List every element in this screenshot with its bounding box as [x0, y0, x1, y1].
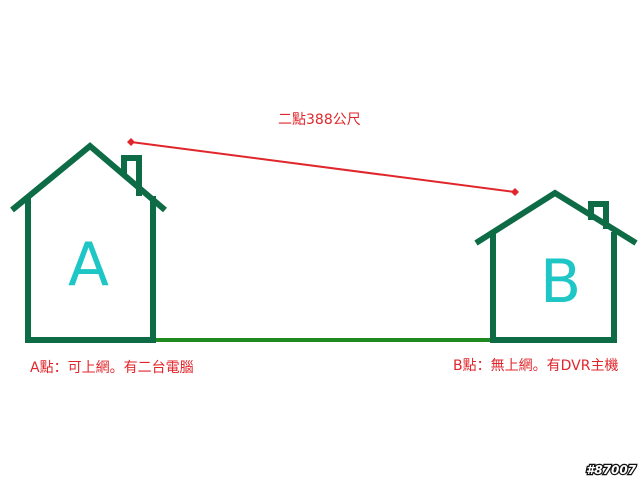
- house-a-icon: [10, 142, 167, 343]
- distance-line: [127, 138, 519, 196]
- house-a-letter: A: [68, 230, 109, 300]
- house-b-letter: B: [540, 247, 581, 317]
- distance-label: 二點388公尺: [278, 112, 361, 128]
- house-b-caption: B點：無上網。有DVR主機: [453, 358, 618, 374]
- house-a-caption: A點：可上網。有二台電腦: [30, 360, 194, 376]
- house-b-icon: [474, 189, 638, 343]
- watermark: #87007: [586, 463, 637, 477]
